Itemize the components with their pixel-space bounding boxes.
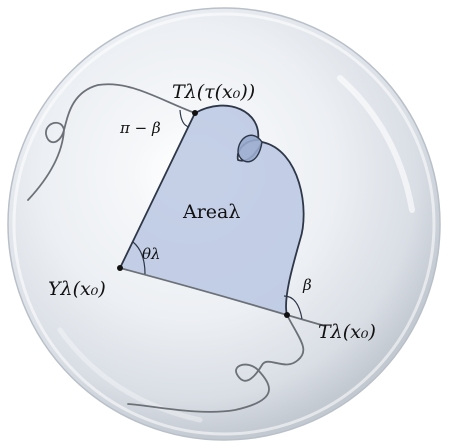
- label-top-point: Tλ(τ(x₀)): [172, 81, 255, 103]
- label-angle-top: π − β: [119, 119, 161, 137]
- point-right: [284, 312, 290, 318]
- region-lobe: [237, 134, 263, 163]
- curve-upper-left: [27, 83, 196, 201]
- angle-arc-top: [179, 109, 190, 128]
- curve-lower: [127, 314, 305, 413]
- label-right-point: Tλ(x₀): [318, 321, 376, 343]
- area-region: [120, 105, 304, 316]
- label-left-point: Yλ(x₀): [48, 278, 106, 300]
- label-angle-right: β: [302, 276, 312, 294]
- sphere-rim: [12, 12, 436, 436]
- angle-arc-left: [132, 241, 146, 275]
- point-top: [192, 110, 198, 116]
- angle-arc-right: [283, 295, 303, 320]
- label-angle-left: θλ: [142, 245, 161, 263]
- geodesic-bottom: [119, 267, 326, 327]
- sphere-reflection-lower: [57, 327, 203, 423]
- label-area: Areaλ: [182, 201, 240, 223]
- point-left: [117, 265, 123, 271]
- sphere-reflection: [337, 75, 415, 213]
